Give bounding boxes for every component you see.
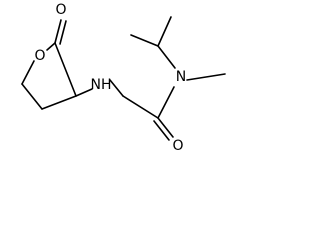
bond-c5-c4 [21,83,43,110]
bond-o-ring-c5 [21,60,35,85]
bond-amide-c-n [157,86,175,119]
bond-n-isopropyl-ch [157,45,176,69]
structural-formula-diagram: O O NH N O [21,2,226,154]
bond-c2-o-ring [46,42,56,51]
carbonyl-oxygen-label: O [55,2,66,18]
bond-c4-c3 [41,95,77,110]
bond-n-methyl [186,73,226,81]
bond-nh-ch2 [109,79,124,97]
bond-amide-c-o-1 [157,117,174,138]
amide-nitrogen-label: N [176,69,186,85]
bond-c3-nh [75,88,93,97]
bond-c2-carbonyl-o-2 [59,20,67,45]
bond-amide-c-o-2 [153,120,170,141]
bond-c2-carbonyl-o-1 [54,19,62,44]
bond-isopropyl-ch3-b [157,16,172,47]
bond-ch2-amide-c [122,95,159,119]
ring-oxygen-label: O [34,48,45,64]
amine-nh-label: NH [91,77,112,93]
bond-isopropyl-ch3-a [130,34,159,47]
bond-c3-c2 [54,42,77,97]
amide-oxygen-label: O [172,138,183,154]
